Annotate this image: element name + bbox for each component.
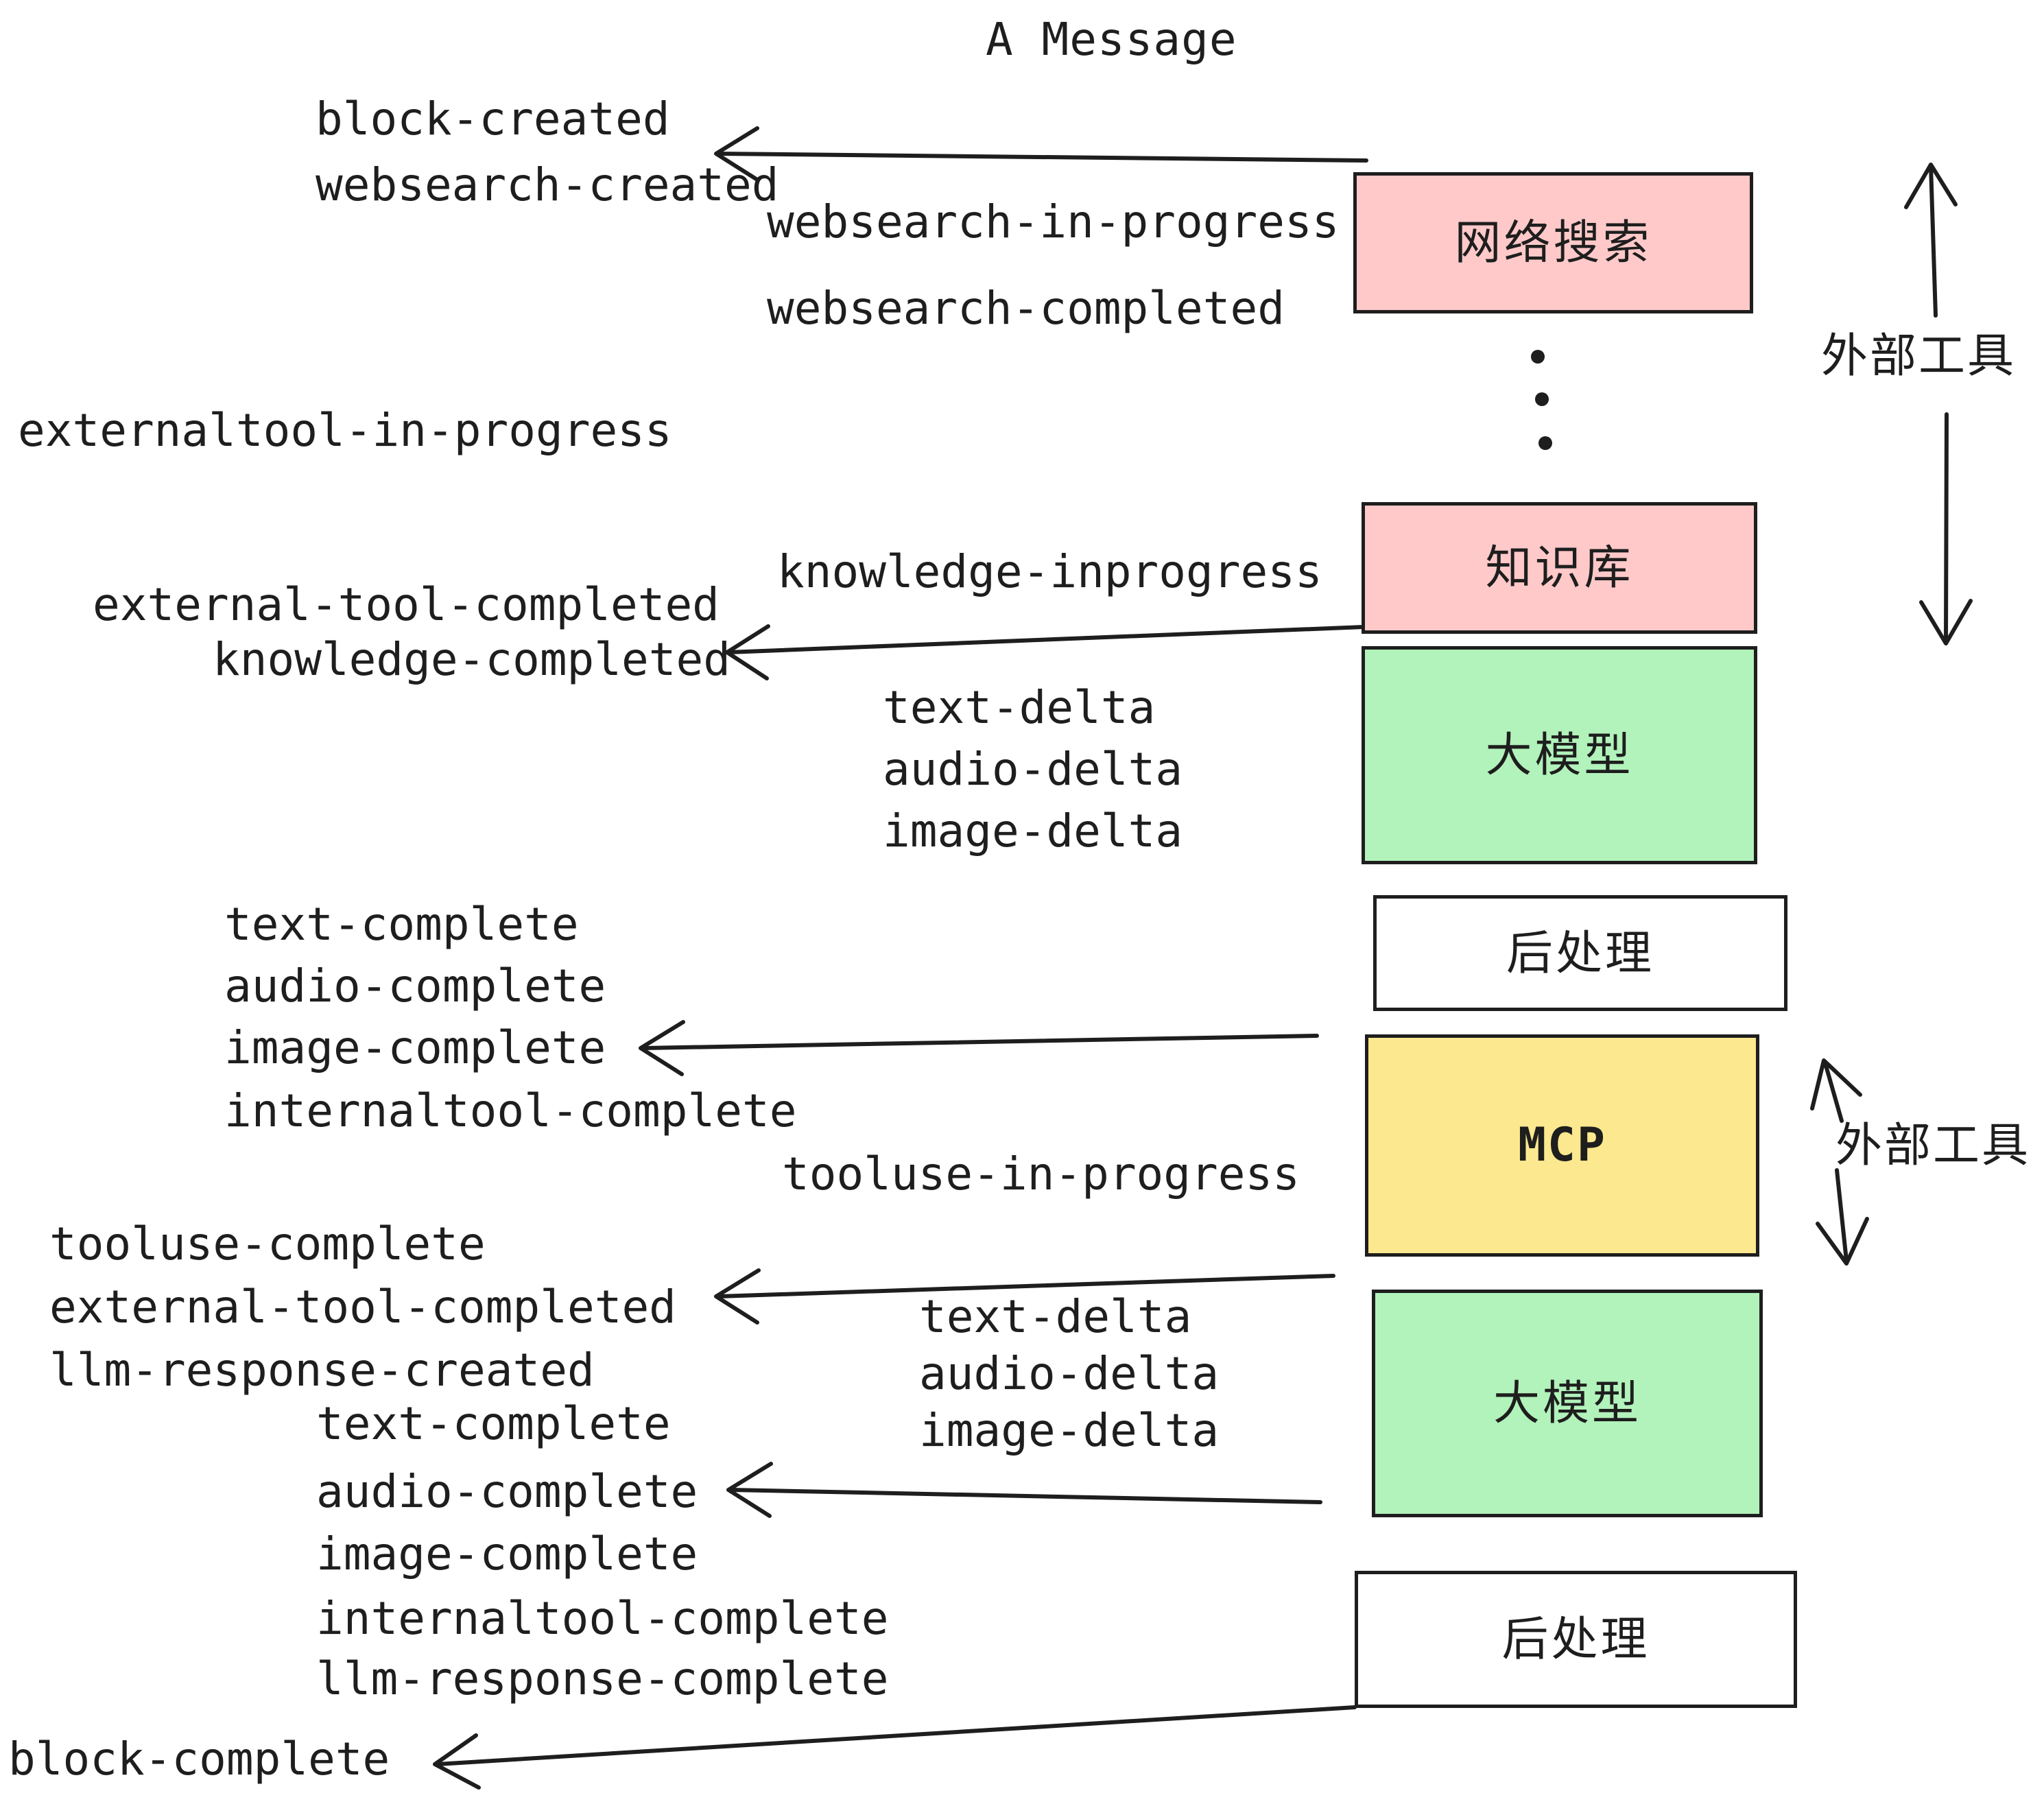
event-label-internaltool-complete-1: internaltool-complete	[224, 1084, 797, 1137]
event-label-text-complete-1: text-complete	[224, 898, 579, 951]
event-label-internaltool-complete-2: internaltool-complete	[316, 1592, 889, 1645]
external-tools-up-arrow-top	[1904, 163, 1958, 318]
external-tools-down-arrow-bottom	[1816, 1168, 1869, 1266]
event-label-block-complete: block-complete	[8, 1733, 390, 1785]
event-label-text-delta-1: text-delta	[883, 681, 1156, 734]
box-mcp-label: MCP	[1518, 1118, 1606, 1172]
box-post-processing-bottom: 后处理	[1355, 1571, 1797, 1708]
event-label-audio-delta-1: audio-delta	[883, 743, 1183, 796]
event-label-llm-response-created: llm-response-created	[49, 1344, 595, 1397]
box-knowledge: 知识库	[1362, 502, 1757, 634]
box-post-processing-top-label: 后处理	[1506, 927, 1654, 980]
event-label-tooluse-in-progress: tooluse-in-progress	[782, 1148, 1300, 1200]
vertical-ellipsis-icon	[1531, 350, 1552, 450]
event-label-externaltool-in-progress: externaltool-in-progress	[18, 404, 672, 457]
external-tools-label-bottom: 外部工具	[1835, 1119, 2031, 1172]
arrow-to-knowledge-completed	[725, 624, 1366, 680]
event-label-external-tool-completed: external-tool-completed	[93, 578, 720, 631]
box-post-processing-top: 后处理	[1373, 895, 1787, 1011]
box-knowledge-label: 知识库	[1485, 542, 1634, 594]
event-label-image-complete-1: image-complete	[224, 1021, 606, 1074]
event-label-knowledge-inprogress: knowledge-inprogress	[777, 545, 1322, 598]
box-llm-bottom: 大模型	[1372, 1290, 1763, 1517]
box-llm-bottom-label: 大模型	[1493, 1377, 1641, 1429]
event-label-image-delta-2: image-delta	[919, 1404, 1220, 1457]
box-websearch: 网络搜索	[1353, 172, 1753, 313]
event-label-tooluse-complete: tooluse-complete	[49, 1218, 486, 1270]
box-websearch-label: 网络搜索	[1454, 217, 1652, 269]
event-label-audio-complete-2: audio-complete	[316, 1465, 698, 1518]
external-tools-down-arrow-top	[1919, 412, 1973, 645]
arrow-to-image-complete	[639, 1020, 1319, 1076]
event-label-audio-delta-2: audio-delta	[919, 1347, 1220, 1400]
arrow-to-block-created	[714, 126, 1368, 182]
event-label-external-tool-completed-2: external-tool-completed	[49, 1281, 676, 1333]
event-label-block-created: block-created	[316, 93, 670, 145]
event-label-llm-response-complete: llm-response-complete	[316, 1652, 889, 1705]
box-llm-top-label: 大模型	[1485, 729, 1634, 781]
event-label-text-complete-2: text-complete	[316, 1397, 671, 1450]
box-post-processing-bottom-label: 后处理	[1501, 1613, 1650, 1665]
event-label-audio-complete-1: audio-complete	[224, 960, 606, 1012]
external-tools-label-top: 外部工具	[1821, 330, 2017, 382]
arrow-to-block-complete	[433, 1705, 1357, 1790]
diagram-title: A Message	[986, 13, 1237, 66]
event-label-websearch-completed: websearch-completed	[767, 282, 1285, 335]
event-label-image-complete-2: image-complete	[316, 1528, 698, 1580]
event-label-websearch-created: websearch-created	[316, 158, 779, 211]
event-label-text-delta-2: text-delta	[919, 1290, 1192, 1343]
event-label-knowledge-completed: knowledge-completed	[213, 633, 730, 686]
box-mcp: MCP	[1365, 1034, 1759, 1257]
box-llm-top: 大模型	[1362, 646, 1757, 864]
arrow-to-tooluse-complete	[714, 1268, 1335, 1325]
event-label-image-delta-1: image-delta	[883, 805, 1183, 857]
external-tools-up-arrow-bottom	[1810, 1058, 1862, 1123]
arrow-to-audio-complete	[726, 1462, 1322, 1518]
event-label-websearch-in-progress: websearch-in-progress	[767, 195, 1340, 248]
